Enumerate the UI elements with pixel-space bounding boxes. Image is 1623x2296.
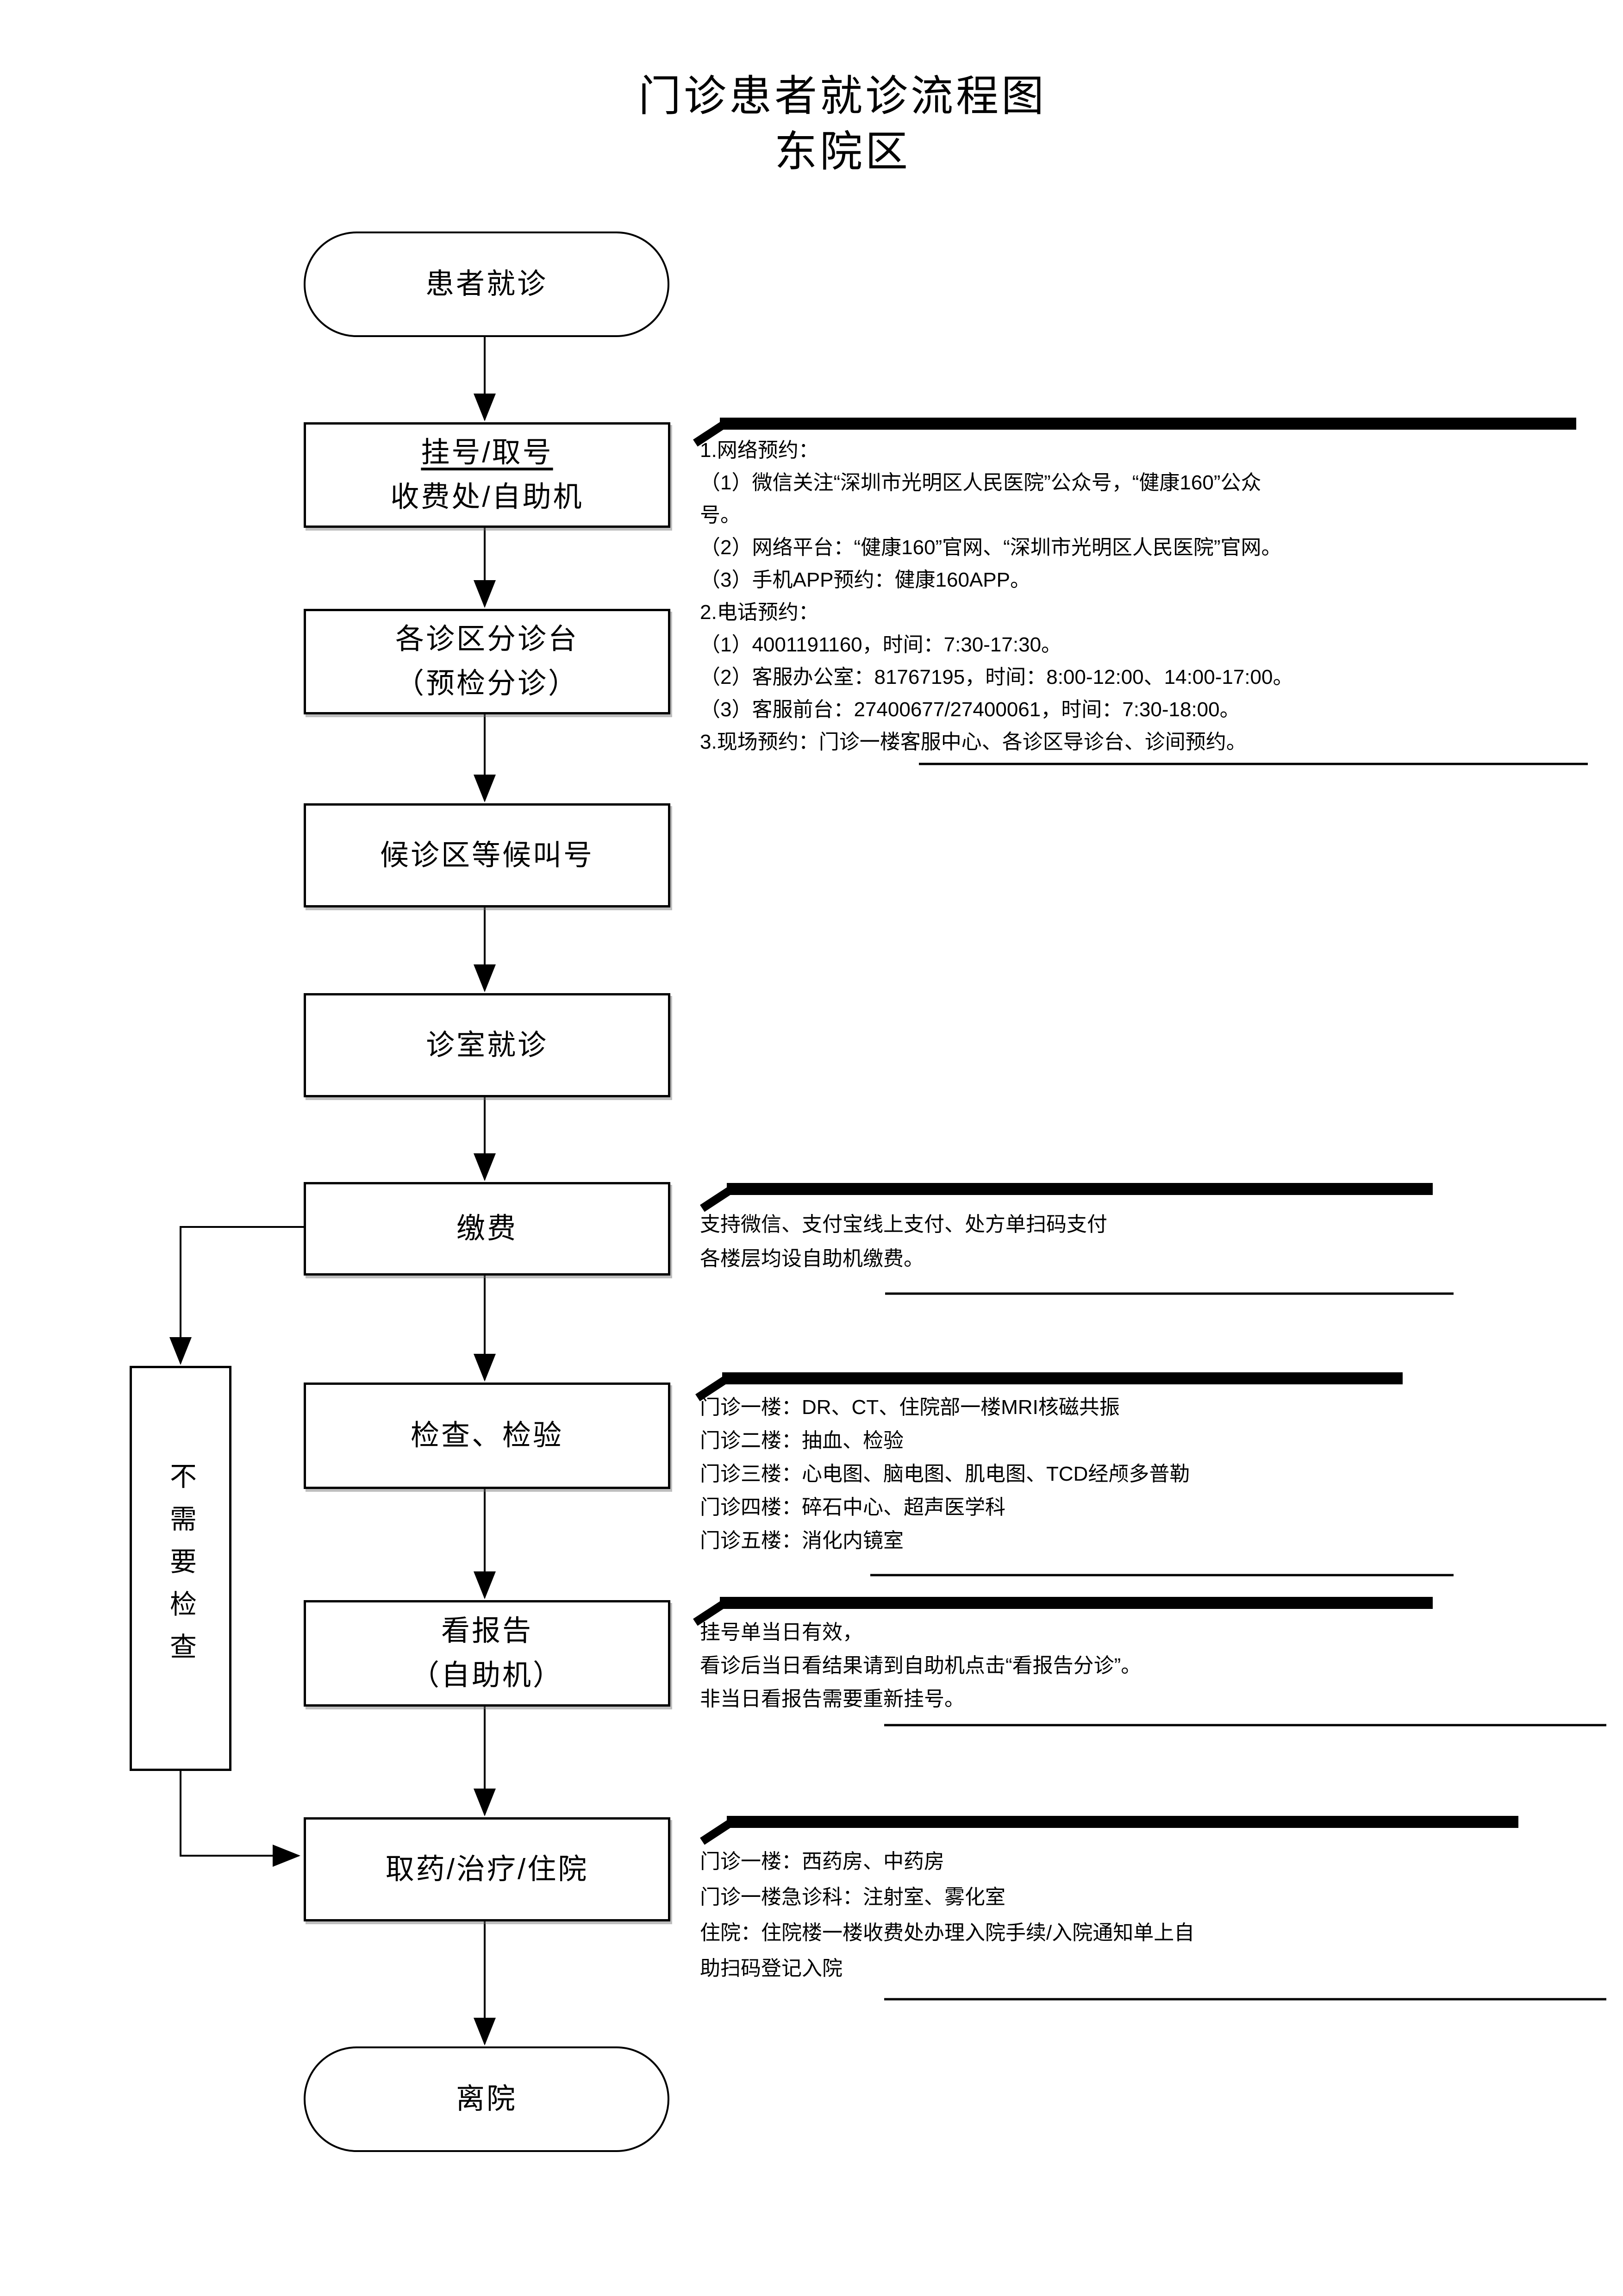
annotation-line: （1）微信关注“深圳市光明区人民医院”公众号，“健康160”公众 <box>700 471 1261 494</box>
annotation-line: 各楼层均设自助机缴费。 <box>700 1247 924 1270</box>
annotation-pharmacy: 门诊一楼：西药房、中药房 门诊一楼急诊科：注射室、雾化室 住院：住院楼一楼收费处… <box>700 1844 1194 1986</box>
callout-bar-register <box>693 418 1576 447</box>
callout-bar-pay <box>700 1183 1433 1212</box>
annotation-exam: 门诊一楼：DR、CT、住院部一楼MRI核磁共振 门诊二楼：抽血、检验 门诊三楼：… <box>700 1391 1190 1558</box>
annotation-line: 住院：住院楼一楼收费处办理入院手续/入院通知单上自 <box>700 1921 1195 1944</box>
annotation-line: 门诊四楼：碎石中心、超声医学科 <box>700 1496 1005 1519</box>
node-label-line1: 各诊区分诊台 <box>395 623 579 655</box>
node-label-line1: 挂号/取号 <box>421 437 553 469</box>
node-payment: 缴费 <box>304 1182 670 1276</box>
annotation-line: 1.网络预约： <box>700 439 819 462</box>
node-label-line2: 收费处/自助机 <box>390 481 584 513</box>
node-label: 取药/治疗/住院 <box>385 1853 589 1885</box>
node-label-line2: （自助机） <box>410 1659 563 1691</box>
annotation-line: （3）客服前台：27400677/27400061，时间：7:30-18:00。 <box>700 698 1240 721</box>
annotation-line: 门诊二楼：抽血、检验 <box>700 1429 904 1452</box>
node-register: 挂号/取号 收费处/自助机 <box>304 422 670 528</box>
annotation-line: 门诊三楼：心电图、脑电图、肌电图、TCD经颅多普勒 <box>700 1463 1190 1485</box>
node-label: 缴费 <box>456 1213 518 1245</box>
annotation-line: 门诊一楼：西药房、中药房 <box>700 1850 944 1873</box>
node-patient-visit: 患者就诊 <box>304 231 669 337</box>
node-exam-test: 检查、检验 <box>304 1383 670 1489</box>
node-triage-desk: 各诊区分诊台 （预检分诊） <box>304 609 670 714</box>
annotation-report: 挂号单当日有效， 看诊后当日看结果请到自助机点击“看报告分诊”。 非当日看报告需… <box>700 1616 1141 1716</box>
annotation-line: （3）手机APP预约：健康160APP。 <box>700 569 1030 591</box>
callout-bar-exam <box>695 1372 1403 1401</box>
annotation-line: （2）网络平台：“健康160”官网、“深圳市光明区人民医院”官网。 <box>700 536 1282 559</box>
node-label: 离院 <box>456 2083 517 2115</box>
page-subtitle: 东院区 <box>774 128 911 175</box>
node-label: 候诊区等候叫号 <box>380 839 594 871</box>
node-label-line2: （预检分诊） <box>395 668 579 700</box>
annotation-line: 非当日看报告需要重新挂号。 <box>700 1688 965 1710</box>
annotation-line: 门诊一楼急诊科：注射室、雾化室 <box>700 1886 1005 1908</box>
annotation-line: 2.电话预约： <box>700 601 819 624</box>
node-label: 诊室就诊 <box>425 1029 548 1061</box>
node-label-line1: 看报告 <box>441 1615 533 1647</box>
node-view-report: 看报告 （自助机） <box>304 1600 670 1707</box>
annotation-line: （2）客服办公室：81767195，时间：8:00-12:00、14:00-17… <box>700 666 1293 688</box>
callout-bar-pharmacy <box>700 1816 1518 1845</box>
annotation-line: 挂号单当日有效， <box>700 1621 863 1644</box>
bypass-pay-to-noexam <box>169 1226 304 1365</box>
annotation-line: 3.现场预约：门诊一楼客服中心、各诊区导诊台、诊间预约。 <box>700 731 1247 753</box>
annotation-line: 门诊一楼：DR、CT、住院部一楼MRI核磁共振 <box>700 1396 1120 1419</box>
annotation-line: 助扫码登记入院 <box>700 1957 843 1980</box>
node-no-exam-needed: 不需要检查 <box>130 1366 231 1771</box>
node-leave-hospital: 离院 <box>304 2046 669 2152</box>
annotation-pay: 支持微信、支付宝线上支付、处方单扫码支付 各楼层均设自助机缴费。 <box>700 1207 1107 1276</box>
bypass-noexam-to-pharmacy <box>180 1766 300 1867</box>
callout-bar-report <box>693 1597 1433 1626</box>
annotation-register: 1.网络预约： （1）微信关注“深圳市光明区人民医院”公众号，“健康160”公众… <box>700 434 1293 758</box>
node-label: 患者就诊 <box>425 268 548 300</box>
node-pharmacy-treatment-admission: 取药/治疗/住院 <box>304 1817 670 1921</box>
page-title: 门诊患者就诊流程图 <box>638 73 1047 120</box>
node-label: 检查、检验 <box>410 1420 563 1451</box>
node-waiting-area: 候诊区等候叫号 <box>304 803 670 907</box>
annotation-line: （1）4001191160，时间：7:30-17:30。 <box>700 633 1062 656</box>
page-title-block: 门诊患者就诊流程图 东院区 <box>31 69 1623 180</box>
annotation-line: 支持微信、支付宝线上支付、处方单扫码支付 <box>700 1213 1107 1236</box>
annotation-line: 号。 <box>700 504 741 526</box>
annotation-line: 门诊五楼：消化内镜室 <box>700 1529 904 1552</box>
node-label: 不需要检查 <box>166 1462 196 1675</box>
node-consulting-room: 诊室就诊 <box>304 993 670 1097</box>
annotation-line: 看诊后当日看结果请到自助机点击“看报告分诊”。 <box>700 1654 1142 1677</box>
